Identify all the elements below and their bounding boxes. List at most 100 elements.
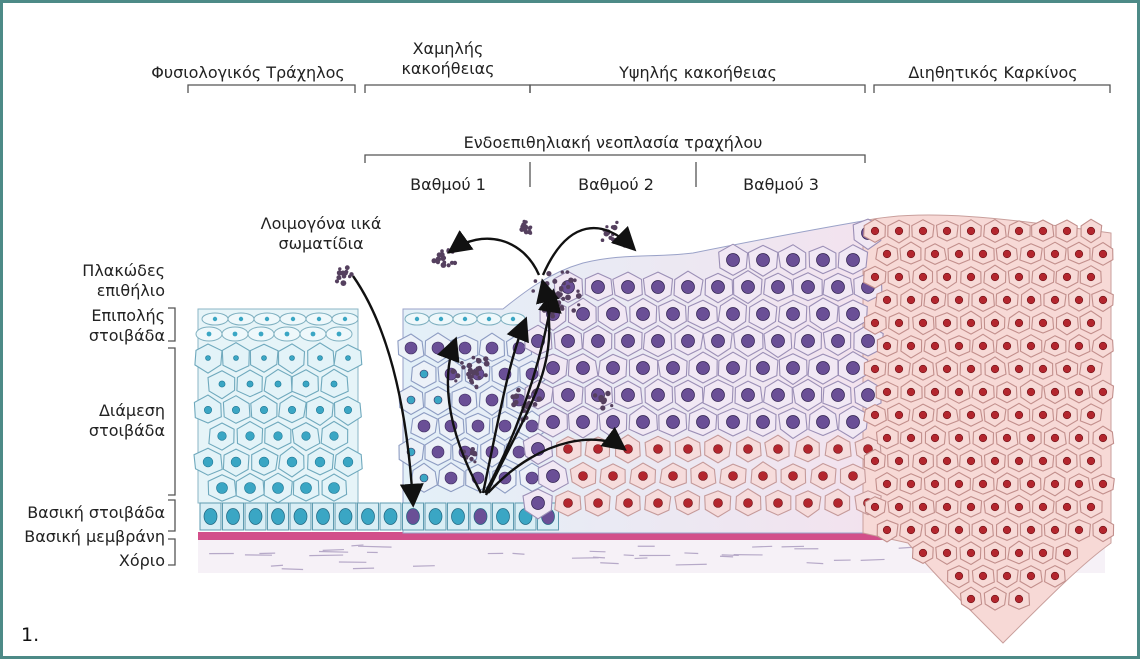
- nucleus: [930, 525, 940, 535]
- nucleus: [801, 334, 815, 348]
- nucleus: [498, 419, 512, 433]
- viral-particle: [552, 278, 558, 284]
- label-viral-particles: Λοιμογόνα ιικά σωματίδια: [260, 214, 382, 253]
- nucleus: [259, 405, 268, 414]
- nucleus: [525, 471, 539, 485]
- nucleus: [831, 388, 845, 402]
- viral-particle: [340, 280, 347, 286]
- viral-particle: [474, 386, 479, 390]
- nucleus: [756, 253, 770, 267]
- nucleus: [591, 334, 605, 348]
- nucleus: [458, 393, 472, 407]
- nucleus: [1074, 433, 1084, 443]
- nucleus: [1074, 525, 1084, 535]
- nucleus: [756, 415, 770, 429]
- nucleus: [232, 405, 241, 414]
- nucleus: [1002, 571, 1012, 581]
- nucleus: [1074, 479, 1084, 489]
- layer-brackets: [168, 307, 176, 566]
- nucleus: [1086, 456, 1096, 466]
- nucleus: [1038, 410, 1048, 420]
- bracket-high-grade: [529, 84, 866, 93]
- nucleus: [1074, 295, 1084, 305]
- nucleus: [1038, 272, 1048, 282]
- viral-particle: [475, 371, 480, 376]
- nucleus: [462, 316, 468, 322]
- stroma-fiber: [281, 568, 304, 571]
- label-normal-cervix: Φυσιολογικός Τράχηλος: [151, 63, 345, 82]
- nucleus: [1002, 525, 1012, 535]
- bracket-cin: [364, 154, 866, 163]
- viral-particle: [440, 249, 444, 253]
- nucleus: [1050, 525, 1060, 535]
- nucleus: [1050, 433, 1060, 443]
- nucleus: [816, 253, 830, 267]
- nucleus: [870, 456, 880, 466]
- nucleus: [431, 341, 445, 355]
- viral-particle: [446, 248, 452, 254]
- nucleus: [638, 471, 648, 481]
- nucleus: [683, 444, 693, 454]
- bracket-invasive: [873, 84, 1111, 93]
- nucleus: [1098, 295, 1108, 305]
- viral-particle: [568, 277, 574, 283]
- stroma-fiber: [351, 544, 364, 547]
- nucleus: [831, 334, 845, 348]
- nucleus: [1026, 479, 1036, 489]
- nucleus: [233, 355, 239, 361]
- nucleus: [217, 431, 227, 441]
- viral-particle: [612, 240, 616, 244]
- nucleus: [990, 318, 1000, 328]
- nucleus: [621, 280, 635, 294]
- viral-particle: [513, 393, 520, 400]
- nucleus: [651, 388, 665, 402]
- viral-particle: [466, 371, 472, 377]
- nucleus: [1026, 295, 1036, 305]
- viral-particle: [339, 271, 344, 276]
- nucleus: [576, 415, 590, 429]
- nucleus: [756, 307, 770, 321]
- nucleus: [406, 508, 420, 525]
- nucleus: [906, 525, 916, 535]
- nucleus: [942, 364, 952, 374]
- viral-particle: [528, 231, 533, 235]
- nucleus: [954, 249, 964, 259]
- nucleus: [316, 316, 322, 322]
- nucleus: [918, 410, 928, 420]
- nucleus: [681, 388, 695, 402]
- nucleus: [636, 361, 650, 375]
- viral-particle: [483, 356, 489, 362]
- nucleus: [801, 388, 815, 402]
- nucleus: [591, 280, 605, 294]
- nucleus: [726, 415, 740, 429]
- nucleus: [293, 508, 308, 525]
- nucleus: [966, 502, 976, 512]
- nucleus: [651, 334, 665, 348]
- nucleus: [621, 388, 635, 402]
- viral-particle: [571, 308, 576, 313]
- nucleus: [273, 431, 283, 441]
- nucleus: [990, 226, 1000, 236]
- nucleus: [990, 594, 1000, 604]
- nucleus: [930, 341, 940, 351]
- cervical-neoplasia-illustration: [168, 84, 1115, 644]
- nucleus: [546, 469, 560, 483]
- nucleus: [1074, 249, 1084, 259]
- viral-particle: [460, 361, 464, 365]
- nucleus: [756, 361, 770, 375]
- nucleus: [336, 331, 342, 337]
- nucleus: [1014, 548, 1024, 558]
- nucleus: [726, 361, 740, 375]
- nucleus: [918, 364, 928, 374]
- nucleus: [711, 334, 725, 348]
- nucleus: [301, 431, 311, 441]
- viral-particle: [334, 279, 340, 284]
- nucleus: [942, 410, 952, 420]
- stroma-fiber: [684, 552, 699, 555]
- stroma-fiber: [270, 564, 284, 567]
- nucleus: [713, 498, 723, 508]
- nucleus: [882, 249, 892, 259]
- nucleus: [1038, 226, 1048, 236]
- nucleus: [1050, 387, 1060, 397]
- nucleus: [302, 380, 310, 388]
